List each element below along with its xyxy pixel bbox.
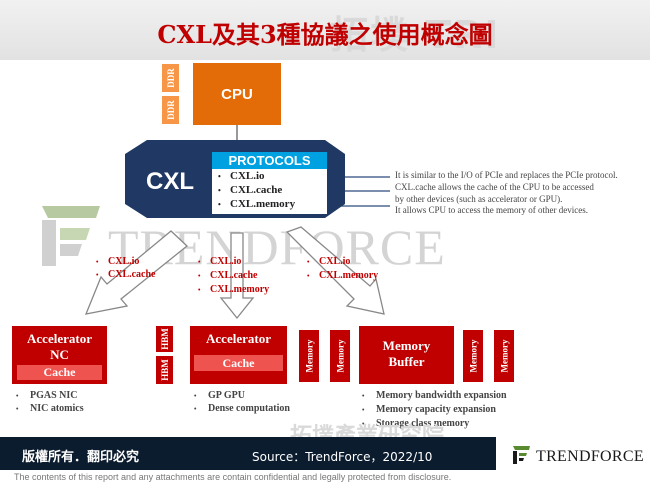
arrow-center <box>219 232 255 320</box>
cpu-box: CPU <box>193 63 281 125</box>
arrow-left <box>84 230 188 315</box>
memory-module: Memory <box>494 330 514 382</box>
branch-protocol: •CXL.cache <box>198 270 258 281</box>
device-feature: •Dense computation <box>194 403 290 414</box>
protocol-description: It allows CPU to access the memory of ot… <box>395 205 588 215</box>
branch-protocol: •CXL.io <box>198 256 242 267</box>
header-watermark: 拓墣 TRI <box>330 13 501 57</box>
branch-protocol: •CXL.cache <box>96 269 156 280</box>
protocol-item: •CXL.cache <box>218 184 283 196</box>
ddr-module: DDR <box>162 96 179 124</box>
protocols-title: PROTOCOLS <box>212 152 327 169</box>
copyright-text: 版權所有．翻印必究 <box>22 450 140 465</box>
page-title: CXL及其3種協議之使用概念圖 <box>157 20 493 49</box>
source-text: Source：TrendForce，2022/10 <box>252 450 433 464</box>
protocol-item: •CXL.io <box>218 170 265 182</box>
device-feature: •PGAS NIC <box>16 390 78 401</box>
branch-protocol: •CXL.io <box>96 256 140 267</box>
hbm-module: HBM <box>156 326 173 352</box>
trendforce-logo-icon <box>513 446 530 464</box>
protocol-description: It is similar to the I/O of PCIe and rep… <box>395 170 618 180</box>
arrow-right <box>285 226 385 315</box>
branch-protocol: •CXL.memory <box>307 270 379 281</box>
trendforce-logo-text: TRENDFORCE <box>536 448 644 465</box>
memory-buffer-title: Memory <box>382 338 431 353</box>
memory-module: Memory <box>330 330 350 382</box>
branch-protocol: •CXL.memory <box>198 284 270 295</box>
memory-module: Memory <box>299 330 319 382</box>
trendforce-watermark-logo <box>42 206 100 266</box>
accelerator-gpu-title: Accelerator <box>206 331 271 346</box>
protocol-item: •CXL.memory <box>218 198 296 210</box>
memory-buffer-subtitle: Buffer <box>388 354 425 369</box>
accelerator-nc-subtitle: NC <box>50 347 69 362</box>
device-feature: •Storage class memory <box>362 418 470 429</box>
footer-logo <box>496 431 650 470</box>
device-feature: •GP GPU <box>194 390 245 401</box>
cache-box: Cache <box>17 365 102 380</box>
branch-protocol: •CXL.io <box>307 256 351 267</box>
protocol-list: •CXL.io •CXL.cache •CXL.memory <box>212 169 327 214</box>
cxl-label: CXL <box>146 168 194 195</box>
accelerator-nc-title: Accelerator <box>27 331 92 346</box>
device-feature: •Memory capacity expansion <box>362 404 496 415</box>
device-feature: •Memory bandwidth expansion <box>362 390 507 401</box>
protocol-description: by other devices (such as accelerator or… <box>395 194 563 204</box>
ddr-module: DDR <box>162 64 179 92</box>
memory-module: Memory <box>463 330 483 382</box>
memory-buffer-box: Memory Buffer <box>359 326 454 384</box>
cpu-label: CPU <box>221 85 253 103</box>
disclaimer-text: The contents of this report and any atta… <box>14 472 452 482</box>
protocol-description: CXL.cache allows the cache of the CPU to… <box>395 182 594 192</box>
device-feature: •NIC atomics <box>16 403 84 414</box>
header-bar <box>0 0 650 60</box>
cache-box: Cache <box>194 355 283 371</box>
hbm-module: HBM <box>156 356 173 384</box>
